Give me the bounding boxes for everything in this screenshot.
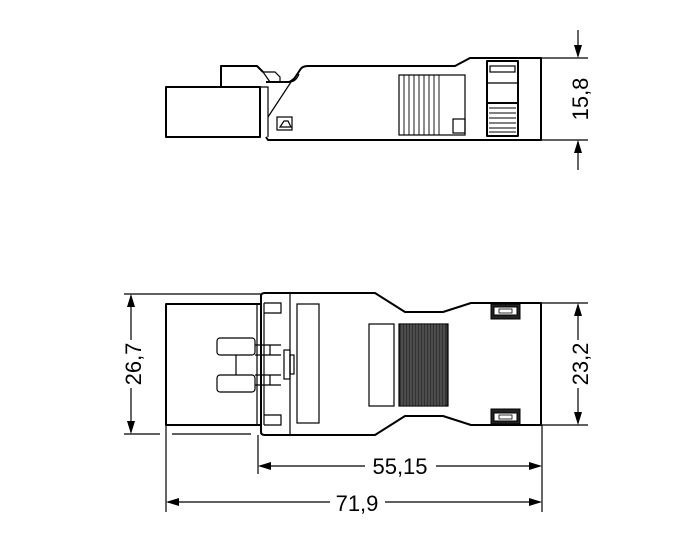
dimension-top-width-right: 23,2 xyxy=(568,343,593,386)
top-view: 26,7 23,2 55,15 71,9 xyxy=(121,292,593,516)
ribbed-grip xyxy=(398,323,449,407)
side-view: 15,8 xyxy=(165,30,593,170)
dimension-partial-length: 55,15 xyxy=(372,454,427,479)
latch-top xyxy=(490,303,521,320)
dimension-total-length: 71,9 xyxy=(336,491,379,516)
latch-bottom xyxy=(490,408,521,425)
dimension-side-height: 15,8 xyxy=(568,78,593,121)
dimension-top-width-left: 26,7 xyxy=(121,343,146,386)
